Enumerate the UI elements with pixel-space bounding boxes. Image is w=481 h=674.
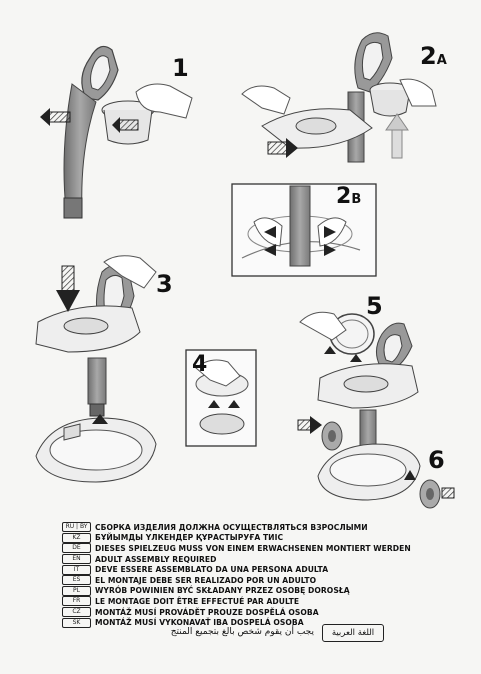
language-code: SK xyxy=(62,617,91,628)
warning-row-en: EN ADULT ASSEMBLY REQUIRED xyxy=(62,554,422,565)
language-code: EN xyxy=(62,554,91,565)
warning-row-de: DE DIESES SPIELZEUG MUSS VON EINEM ERWACH… xyxy=(62,543,422,554)
warning-text: LE MONTAGE DOIT ÊTRE EFFECTUÉ PAR ADULTE xyxy=(95,596,300,606)
warning-text: БҰЙЫМДЫ ҮЛКЕНДЕР ҚҰРАСТЫРУҒА ТИІС xyxy=(95,533,284,543)
warning-text: EL MONTAJE DEBE SER REALIZADO POR UN ADU… xyxy=(95,575,317,585)
step1-illustration xyxy=(40,45,193,219)
step4-detail-box xyxy=(185,349,257,447)
warning-text: MONTÁŽ MUSÍ PROVÁDĚT PROUZE DOSPĚLÁ OSOB… xyxy=(95,607,319,617)
language-code: RU | BY xyxy=(62,522,91,533)
language-code: PL xyxy=(62,585,91,596)
warning-row-it: IT DEVE ESSERE ASSEMBLATO DA UNA PERSONA … xyxy=(62,564,422,575)
warning-row-fr: FR LE MONTAGE DOIT ÊTRE EFFECTUÉ PAR ADUL… xyxy=(62,596,422,607)
step-2a-number: 2A xyxy=(420,42,447,70)
step-1-number: 1 xyxy=(172,54,189,82)
warning-row-sk: SK MONTÁŽ MUSÍ VYKONAVAŤ IBA DOSPELÁ OSOB… xyxy=(62,617,422,628)
step2a-illustration xyxy=(241,32,437,163)
warning-text: MONTÁŽ MUSÍ VYKONAVAŤ IBA DOSPELÁ OSOBA xyxy=(95,618,304,628)
step-3-number: 3 xyxy=(156,270,173,298)
step-4-number: 4 xyxy=(192,352,208,377)
warning-row-es: ES EL MONTAJE DEBE SER REALIZADO POR UN A… xyxy=(62,575,422,586)
language-code: DE xyxy=(62,543,91,554)
arabic-language-badge: اللغة العربية xyxy=(322,624,384,642)
arabic-warning-row: يجب أن يقوم شخص بالغ بتجميع المنتج اللغة… xyxy=(124,624,424,644)
language-code: CZ xyxy=(62,607,91,618)
step2b-detail-box xyxy=(231,183,377,277)
step3-illustration xyxy=(35,255,157,483)
step-6-number: 6 xyxy=(428,446,445,474)
language-code: ES xyxy=(62,575,91,586)
assembly-warning-list: RU | BY СБОРКА ИЗДЕЛИЯ ДОЛЖНА ОСУЩЕСТВЛЯТ… xyxy=(62,522,422,628)
warning-text: DEVE ESSERE ASSEMBLATO DA UNA PERSONA AD… xyxy=(95,565,329,575)
warning-row-pl: PL WYRÓB POWINIEN BYĆ SKŁADANY PRZEZ OSOB… xyxy=(62,585,422,597)
warning-row-kz: KZ БҰЙЫМДЫ ҮЛКЕНДЕР ҚҰРАСТЫРУҒА ТИІС xyxy=(62,532,422,544)
warning-text: ADULT ASSEMBLY REQUIRED xyxy=(95,554,217,564)
arabic-warning-text: يجب أن يقوم شخص بالغ بتجميع المنتج xyxy=(170,627,314,637)
warning-row-ru: RU | BY СБОРКА ИЗДЕЛИЯ ДОЛЖНА ОСУЩЕСТВЛЯТ… xyxy=(62,522,422,533)
warning-text: СБОРКА ИЗДЕЛИЯ ДОЛЖНА ОСУЩЕСТВЛЯТЬСЯ ВЗР… xyxy=(95,522,368,532)
step-2b-number: 2B xyxy=(336,184,362,209)
step6-illustration xyxy=(297,416,455,509)
language-code: KZ xyxy=(62,532,91,543)
step5-illustration xyxy=(299,311,421,501)
language-code: IT xyxy=(62,564,91,575)
language-code: FR xyxy=(62,596,91,607)
step-5-number: 5 xyxy=(366,292,383,320)
warning-text: WYRÓB POWINIEN BYĆ SKŁADANY PRZEZ OSOBĘ … xyxy=(95,586,350,596)
warning-text: DIESES SPIELZEUG MUSS VON EINEM ERWACHSE… xyxy=(95,543,411,553)
warning-row-cz: CZ MONTÁŽ MUSÍ PROVÁDĚT PROUZE DOSPĚLÁ OS… xyxy=(62,607,422,618)
